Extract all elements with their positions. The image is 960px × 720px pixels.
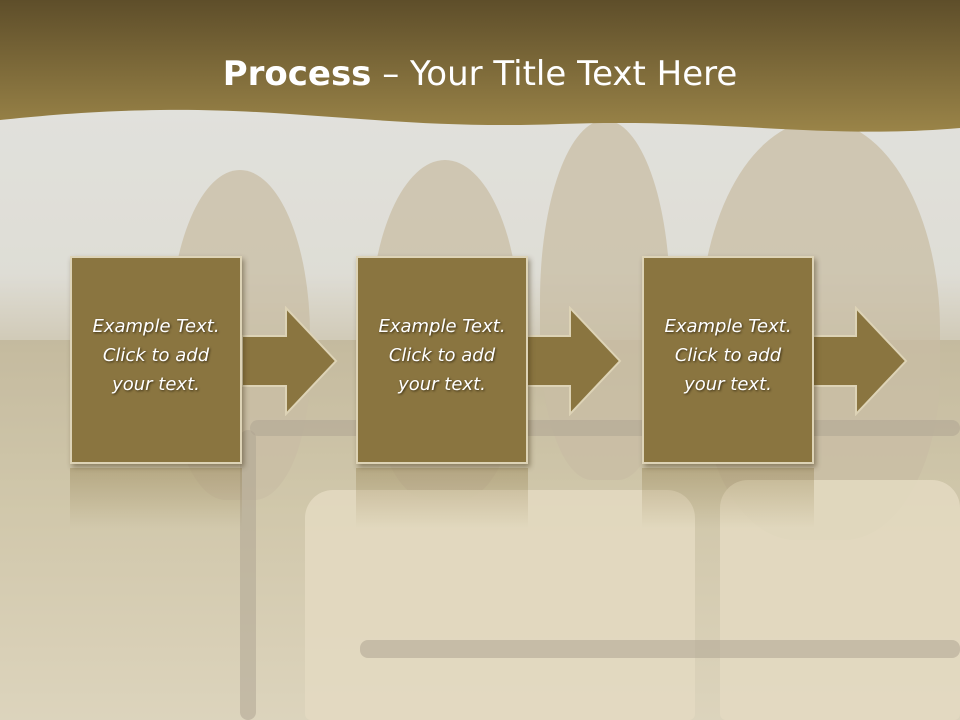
arrow-right-icon: [812, 306, 908, 416]
step-reflection: [70, 468, 242, 528]
step-line: Example Text.: [92, 316, 220, 337]
step-reflection: [642, 468, 814, 528]
step-line: Example Text.: [664, 316, 792, 337]
step-line: Example Text.: [378, 316, 506, 337]
title-banner: [0, 0, 960, 132]
vehicle-seat: [720, 480, 960, 720]
step-line: your text.: [112, 374, 200, 395]
slide-title[interactable]: Process – Your Title Text Here: [0, 52, 960, 96]
step-reflection: [356, 468, 528, 528]
vehicle-rail: [360, 640, 960, 658]
step-text: Example Text. Click to add your text.: [358, 312, 526, 399]
step-line: your text.: [684, 374, 772, 395]
vehicle-rail: [240, 430, 256, 720]
process-step-1[interactable]: Example Text. Click to add your text.: [70, 256, 242, 464]
step-line: your text.: [398, 374, 486, 395]
arrow-right-icon: [526, 306, 622, 416]
step-text: Example Text. Click to add your text.: [644, 312, 812, 399]
step-line: Click to add: [674, 345, 782, 366]
step-text: Example Text. Click to add your text.: [72, 312, 240, 399]
title-bold-text: Process: [222, 54, 372, 94]
step-line: Click to add: [102, 345, 210, 366]
step-line: Click to add: [388, 345, 496, 366]
process-step-2[interactable]: Example Text. Click to add your text.: [356, 256, 528, 464]
process-step-3[interactable]: Example Text. Click to add your text.: [642, 256, 814, 464]
arrow-right-icon: [242, 306, 338, 416]
vehicle-seat: [305, 490, 695, 720]
title-rest-text: – Your Title Text Here: [371, 54, 738, 94]
